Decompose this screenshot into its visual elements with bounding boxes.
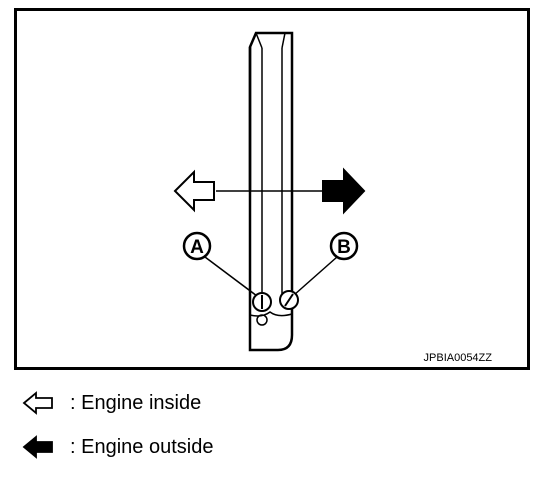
legend-label-engine-inside: : Engine inside	[70, 391, 202, 414]
legend-label-engine-outside: : Engine outside	[70, 435, 214, 458]
hollow-left-arrow-icon	[22, 391, 53, 415]
solid-left-arrow-icon	[22, 435, 53, 459]
legend-item-engine-inside: : Engine inside	[18, 388, 201, 418]
marker-a-icon	[252, 292, 272, 312]
rod-outline	[248, 31, 294, 352]
callout-a: A	[182, 231, 212, 261]
diagram-frame	[14, 8, 530, 370]
engine-inside-arrow-icon	[173, 169, 215, 213]
callout-a-label: A	[190, 237, 204, 258]
callout-b: B	[329, 231, 359, 261]
engine-outside-arrow-icon	[322, 167, 366, 215]
callout-b-label: B	[337, 237, 351, 258]
legend-item-engine-outside: : Engine outside	[18, 432, 213, 462]
marker-b-icon	[279, 290, 299, 310]
callout-a-leader	[204, 256, 258, 297]
callout-b-leader	[293, 256, 338, 296]
figure-code: JPBIA0054ZZ	[424, 352, 493, 364]
